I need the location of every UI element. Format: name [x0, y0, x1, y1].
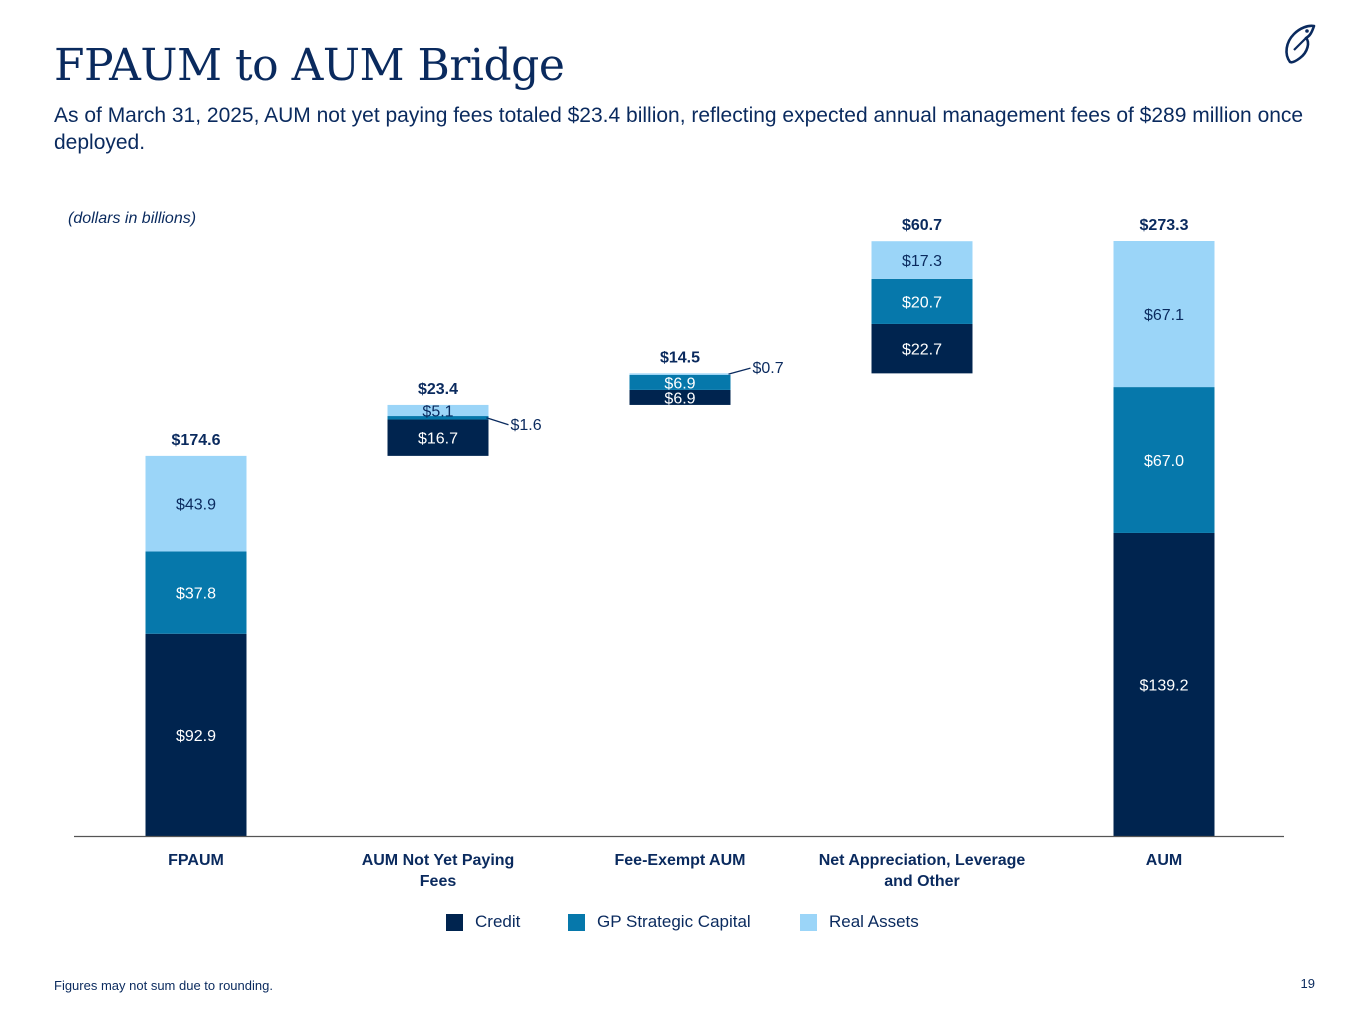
bar-fee-exempt-aum-credit — [629, 389, 731, 405]
legend-label-real-assets: Real Assets — [829, 912, 919, 931]
data-label-aum-gp-strategic-capital: $67.0 — [1144, 453, 1184, 470]
legend-item-gp-strategic-capital: GP Strategic Capital — [568, 912, 751, 932]
bar-aum-not-yet-paying-fees-credit — [387, 419, 489, 456]
total-label-fpaum: $174.6 — [172, 432, 221, 449]
callout-line-aum-not-yet-paying-fees-gp-strategic-capital — [486, 417, 509, 426]
x-tick-label-fee-exempt-aum: Fee-Exempt AUM — [615, 852, 746, 869]
data-label-fpaum-credit: $92.9 — [176, 728, 216, 745]
legend-swatch-gp-strategic-capital — [568, 913, 585, 931]
total-label-aum: $273.3 — [1140, 217, 1189, 234]
data-label-net-appreciation-leverage-and-other-real-assets: $17.3 — [902, 253, 942, 270]
page-number: 19 — [1300, 976, 1315, 991]
owl-logo-icon — [1285, 24, 1316, 64]
bar-aum-real-assets — [1113, 241, 1215, 388]
bar-net-appreciation-leverage-and-other-real-assets — [871, 241, 973, 279]
bar-fee-exempt-aum-gp-strategic-capital — [629, 374, 731, 390]
legend-label-gp-strategic-capital: GP Strategic Capital — [597, 912, 751, 931]
chart-legend: Credit GP Strategic Capital Real Assets — [0, 912, 1365, 936]
x-tick-label-fpaum: FPAUM — [168, 852, 224, 869]
x-tick-label-aum: AUM — [1146, 852, 1182, 869]
data-label-net-appreciation-leverage-and-other-credit: $22.7 — [902, 342, 942, 359]
data-label-aum-not-yet-paying-fees-real-assets: $5.1 — [422, 403, 453, 420]
bridge-chart: (dollars in billions) $92.9 $37.8 $43.9 $174… — [68, 210, 1284, 890]
legend-swatch-real-assets — [800, 913, 817, 931]
legend-swatch-credit — [446, 913, 463, 931]
data-label-net-appreciation-leverage-and-other-gp-strategic-capital: $20.7 — [902, 294, 942, 311]
units-note: (dollars in billions) — [68, 210, 196, 227]
bar-fpaum-gp-strategic-capital — [145, 551, 247, 634]
legend-item-credit: Credit — [446, 912, 520, 932]
data-label-fpaum-gp-strategic-capital: $37.8 — [176, 586, 216, 603]
bar-aum-not-yet-paying-fees-gp-strategic-capital — [387, 416, 489, 420]
legend-label-credit: Credit — [475, 912, 521, 931]
bar-fee-exempt-aum-real-assets — [629, 373, 731, 375]
data-label-fpaum-real-assets: $43.9 — [176, 497, 216, 514]
total-label-net-appreciation-leverage-and-other: $60.7 — [902, 217, 942, 234]
bar-net-appreciation-leverage-and-other-gp-strategic-capital — [871, 278, 973, 324]
legend-item-real-assets: Real Assets — [800, 912, 919, 932]
footnote: Figures may not sum due to rounding. — [54, 978, 273, 993]
bar-aum-credit — [1113, 532, 1215, 836]
total-label-fee-exempt-aum: $14.5 — [660, 349, 700, 366]
page-title: FPAUM to AUM Bridge — [54, 40, 565, 91]
bar-fpaum-credit — [145, 633, 247, 836]
data-label-fee-exempt-aum-gp-strategic-capital: $6.9 — [664, 375, 695, 392]
data-label-fee-exempt-aum-real-assets: $0.7 — [753, 360, 784, 377]
bar-aum-gp-strategic-capital — [1113, 387, 1215, 533]
data-label-aum-real-assets: $67.1 — [1144, 307, 1184, 324]
bar-aum-not-yet-paying-fees-real-assets — [387, 404, 489, 417]
data-label-aum-not-yet-paying-fees-gp-strategic-capital: $1.6 — [511, 417, 542, 434]
data-label-aum-not-yet-paying-fees-credit: $16.7 — [418, 431, 458, 448]
data-label-aum-credit: $139.2 — [1140, 677, 1189, 694]
total-label-aum-not-yet-paying-fees: $23.4 — [418, 381, 458, 398]
data-label-fee-exempt-aum-credit: $6.9 — [664, 390, 695, 407]
callout-line-fee-exempt-aum-real-assets — [728, 367, 751, 375]
bar-fpaum-real-assets — [145, 455, 247, 552]
page-subtitle: As of March 31, 2025, AUM not yet paying… — [54, 104, 1304, 154]
bar-net-appreciation-leverage-and-other-credit — [871, 323, 973, 374]
